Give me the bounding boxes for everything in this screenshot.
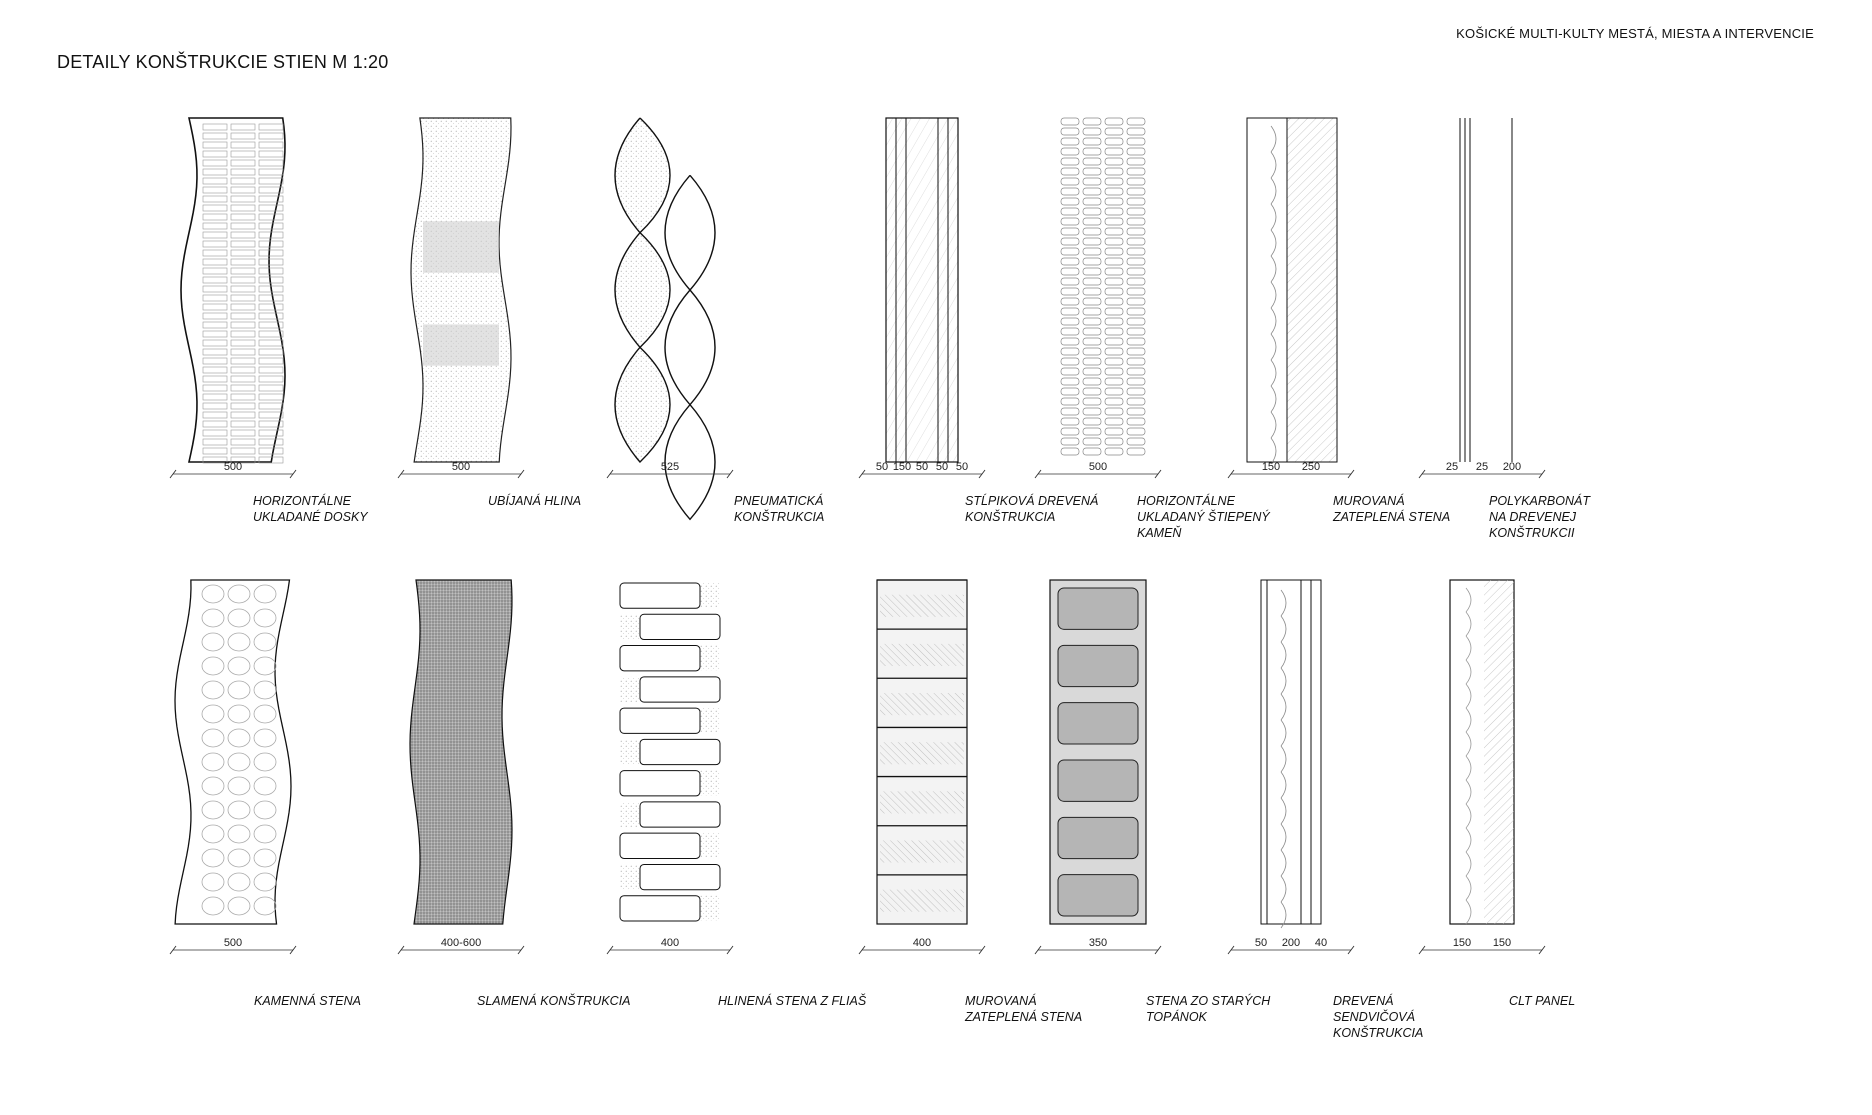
dimension-label: 250	[1302, 461, 1320, 473]
wall-caption: DREVENÁ	[1333, 993, 1393, 1008]
dimension-label: 400	[913, 937, 931, 949]
wall-caption: UBÍJANÁ HLINA	[488, 493, 581, 508]
dimension-label: 40	[1315, 937, 1327, 949]
wall-caption: MUROVANÁ	[965, 993, 1037, 1008]
wall-caption: UKLADANÝ ŠTIEPENÝ	[1137, 509, 1271, 524]
wall-caption: KONŠTRUKCIA	[1333, 1025, 1423, 1040]
sheet-title: DETAILY KONŠTRUKCIE STIEN M 1:20	[57, 52, 389, 72]
wall-caption: SENDVIČOVÁ	[1333, 1009, 1415, 1024]
wall-caption: STĹPIKOVÁ DREVENÁ	[965, 493, 1098, 508]
dimension-label: 150	[1493, 937, 1511, 949]
dimension-label: 525	[661, 461, 679, 473]
dimension-label: 500	[224, 461, 242, 473]
dimension-label: 500	[224, 937, 242, 949]
wall-caption: PNEUMATICKÁ	[734, 493, 823, 508]
dimension-label: 200	[1503, 461, 1521, 473]
dimension-label: 150	[1262, 461, 1280, 473]
wall-caption: NA DREVENEJ	[1489, 510, 1577, 524]
dimension-label: 50	[876, 461, 888, 473]
dimension-label: 350	[1089, 937, 1107, 949]
dimension-label: 150	[1453, 937, 1471, 949]
wall-caption: SLAMENÁ KONŠTRUKCIA	[477, 993, 631, 1008]
dimension-label: 400	[661, 937, 679, 949]
dimension-label: 50	[916, 461, 928, 473]
dimension-label: 50	[956, 461, 968, 473]
dimension-label: 25	[1476, 461, 1488, 473]
wall-caption: ZATEPLENÁ STENA	[1332, 509, 1450, 524]
wall-caption: TOPÁNOK	[1146, 1009, 1208, 1024]
dimension-label: 400-600	[441, 937, 481, 949]
wall-caption: HORIZONTÁLNE	[253, 493, 352, 508]
dimension-label: 150	[893, 461, 911, 473]
wall-caption: KONŠTRUKCIA	[734, 509, 824, 524]
dimension-label: 200	[1282, 937, 1300, 949]
dimension-label: 25	[1446, 461, 1458, 473]
wall-caption: KAMENNÁ STENA	[254, 993, 361, 1008]
dimension-label: 500	[1089, 461, 1107, 473]
wall-caption: HLINENÁ STENA Z FLIAŠ	[718, 993, 867, 1008]
wall-caption: MUROVANÁ	[1333, 493, 1405, 508]
wall-caption: UKLADANÉ DOSKY	[253, 509, 369, 524]
dimension-label: 500	[452, 461, 470, 473]
wall-caption: CLT PANEL	[1509, 994, 1575, 1008]
dimension-label: 50	[936, 461, 948, 473]
dimension-label: 50	[1255, 937, 1267, 949]
wall-caption: POLYKARBONÁT	[1489, 493, 1591, 508]
wall-caption: STENA ZO STARÝCH	[1146, 993, 1271, 1008]
wall-caption: KAMEŇ	[1137, 525, 1182, 540]
project-title: KOŠICKÉ MULTI-KULTY MESTÁ, MIESTA A INTE…	[1456, 26, 1814, 41]
wall-caption: ZATEPLENÁ STENA	[964, 1009, 1082, 1024]
wall-caption: KONŠTRUKCII	[1489, 525, 1575, 540]
wall-caption: HORIZONTÁLNE	[1137, 493, 1236, 508]
wall-caption: KONŠTRUKCIA	[965, 509, 1055, 524]
